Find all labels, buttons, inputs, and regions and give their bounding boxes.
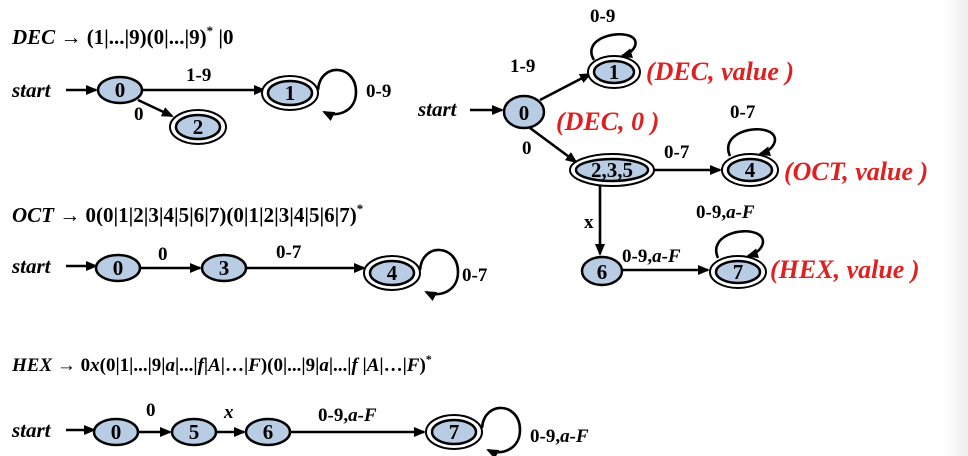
dec-edge-0-2: [137, 98, 174, 118]
combined-edge-0-235: [529, 126, 578, 164]
combined-edge-label-0: 0: [522, 138, 532, 159]
oct-edge-label-0-7: 0-7: [276, 242, 302, 263]
svg-text:2: 2: [193, 115, 204, 139]
hex-state-7-accepting: 7: [425, 414, 483, 450]
dec-regex: DEC → (1|...|9)(0|...|9)* |0: [11, 23, 234, 49]
oct-edge-label-0: 0: [158, 244, 168, 265]
svg-text:1: 1: [609, 60, 620, 84]
svg-text:0: 0: [111, 420, 122, 444]
svg-text:0: 0: [519, 101, 530, 125]
hex-state-0: 0: [92, 417, 140, 447]
combined-loop-1-label: 0-9: [590, 6, 615, 27]
combined-loop-1: [590, 33, 637, 61]
combined-loop-7-label: 0-9,a-F: [696, 202, 755, 223]
svg-text:5: 5: [189, 420, 200, 444]
combined-edge-label-0-7: 0-7: [664, 142, 690, 163]
svg-text:4: 4: [745, 158, 756, 182]
slide-edge-shade: [944, 0, 968, 456]
svg-text:4: 4: [387, 261, 398, 285]
combined-edge-0-1: [539, 72, 592, 102]
combined-output-hex-value: (HEX, value ): [770, 255, 920, 284]
svg-text:0: 0: [113, 256, 124, 280]
hex-state-5: 5: [170, 417, 218, 447]
dec-state-2-accepting: 2: [169, 109, 227, 145]
hex-edge-label-0-9-a-F: 0-9,a-F: [318, 405, 377, 426]
hex-start-label: start: [11, 418, 52, 442]
oct-state-3: 3: [200, 253, 248, 283]
svg-text:0: 0: [115, 78, 126, 102]
hex-regex: HEX → 0x(0|1|...|9|a|...|f|A|…|F)(0|...|…: [11, 352, 432, 376]
combined-state-6: 6: [580, 255, 624, 287]
combined-loop-7: [714, 229, 765, 259]
combined-state-4-accepting: 4: [721, 153, 779, 187]
svg-text:6: 6: [263, 420, 274, 444]
oct-state-4-accepting: 4: [363, 255, 421, 291]
combined-state-1-accepting: 1: [587, 55, 641, 89]
oct-loop-label: 0-7: [462, 265, 488, 286]
svg-text:7: 7: [733, 260, 744, 284]
hex-state-6: 6: [244, 417, 292, 447]
combined-loop-4-label: 0-7: [730, 102, 756, 123]
dec-state-0: 0: [96, 75, 144, 105]
svg-text:3: 3: [219, 256, 230, 280]
hex-loop-label: 0-9,a-F: [530, 426, 589, 447]
combined-output-oct-value: (OCT, value ): [784, 157, 928, 186]
oct-loop-4: [418, 248, 460, 301]
dec-edge-label-1-9: 1-9: [186, 65, 211, 86]
dec-edge-label-0: 0: [134, 104, 144, 125]
combined-start-label: start: [417, 97, 458, 121]
combined-output-dec-0: (DEC, 0 ): [556, 107, 659, 136]
svg-text:6: 6: [597, 260, 608, 284]
svg-text:7: 7: [449, 420, 460, 444]
dec-start-label: start: [11, 78, 52, 102]
combined-state-0: 0: [502, 94, 546, 130]
combined-loop-4: [726, 127, 777, 157]
svg-text:1: 1: [285, 81, 296, 105]
combined-state-235-accepting: 2,3,5: [569, 153, 655, 187]
combined-edge-label-x: x: [584, 212, 594, 233]
combined-state-7-accepting: 7: [709, 255, 767, 289]
combined-output-dec-value: (DEC, value ): [646, 57, 794, 86]
dec-loop-1: [316, 68, 358, 121]
dec-state-1-accepting: 1: [261, 75, 319, 111]
hex-edge-label-0: 0: [146, 400, 156, 421]
hex-loop-7: [480, 406, 522, 456]
oct-regex: OCT → 0(0|1|2|3|4|5|6|7)(0|1|2|3|4|5|6|7…: [12, 201, 363, 227]
combined-edge-label-1-9: 1-9: [510, 56, 535, 77]
oct-start-label: start: [11, 254, 52, 278]
combined-edge-label-0-9-a-F: 0-9,a-F: [622, 246, 681, 267]
svg-text:2,3,5: 2,3,5: [591, 158, 633, 182]
oct-state-0: 0: [94, 253, 142, 283]
dec-loop-label: 0-9: [366, 81, 391, 102]
hex-edge-label-x: x: [223, 402, 234, 423]
